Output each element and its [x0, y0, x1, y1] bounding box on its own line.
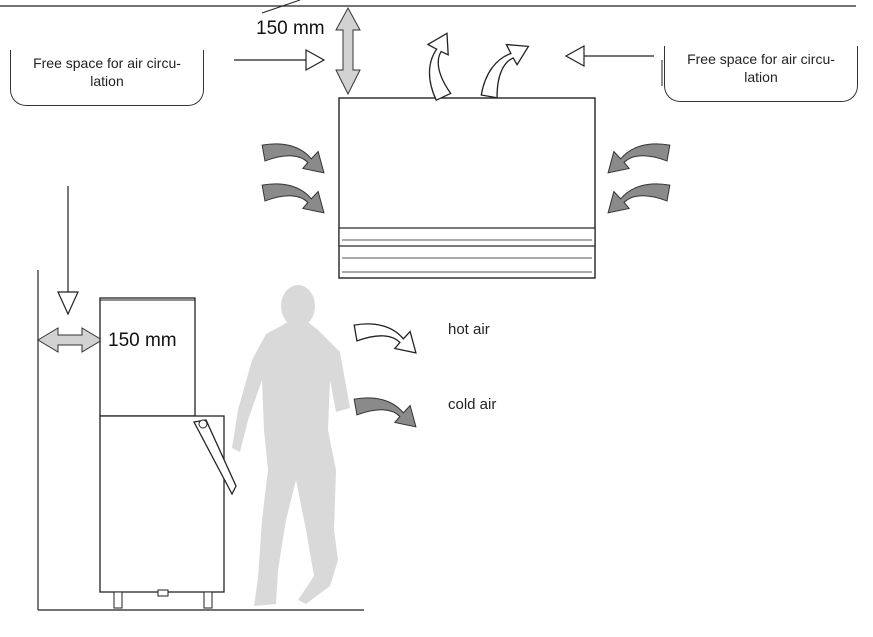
right-pointer-arrowhead — [564, 44, 585, 68]
legend-cold-air-label: cold air — [448, 396, 497, 413]
cold-air-arrow-left-1 — [261, 134, 325, 184]
condenser-unit-grille — [338, 227, 596, 247]
left-pointer-arrowhead — [305, 48, 326, 72]
hot-air-arrow-top-right — [480, 39, 530, 103]
legend-hot-air-arrow — [353, 314, 417, 364]
door-hinge — [198, 419, 208, 429]
free-space-callout-left: Free space for air circu- lation — [10, 50, 204, 106]
legend-hot-air-label: hot air — [448, 321, 490, 338]
top-clearance-double-arrow — [335, 6, 361, 96]
ice-machine-bin — [99, 415, 225, 593]
cold-air-arrow-right-1 — [607, 134, 671, 184]
ice-machine-drain — [157, 589, 169, 597]
free-space-callout-right: Free space for air circu- lation — [664, 46, 858, 102]
side-clearance-double-arrow — [37, 327, 103, 353]
ice-machine-leg-right — [203, 591, 213, 609]
side-clearance-label: 150 mm — [108, 330, 177, 351]
condenser-unit-body — [338, 97, 596, 279]
top-clearance-label: 150 mm — [256, 18, 325, 39]
down-pointer-arrowhead — [57, 291, 79, 316]
hot-air-arrow-top-left — [411, 32, 472, 101]
ice-machine-head — [99, 297, 196, 417]
legend-cold-air-arrow — [353, 388, 417, 438]
ice-machine-leg-left — [113, 591, 123, 609]
person-silhouette — [232, 285, 350, 606]
cold-air-arrow-left-2 — [261, 174, 325, 224]
cold-air-arrow-right-2 — [607, 174, 671, 224]
ceiling-tick — [261, 0, 301, 14]
